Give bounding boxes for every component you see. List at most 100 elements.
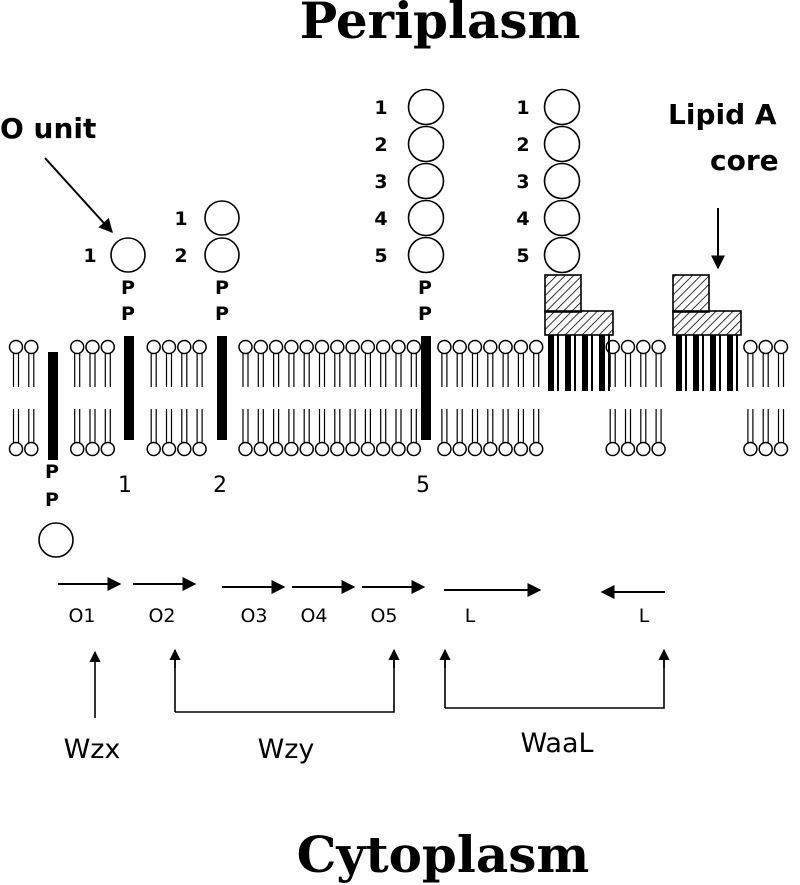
o-unit-circle — [407, 88, 445, 126]
enzyme-connectors — [89, 648, 670, 718]
phospholipid — [161, 339, 177, 457]
phospholipid — [513, 339, 529, 457]
phospholipid — [100, 339, 116, 457]
phospholipid — [620, 339, 636, 457]
o-unit-circle — [407, 162, 445, 200]
phospholipid — [758, 339, 773, 457]
lipid-a-acyl-chains — [548, 335, 610, 391]
phospholipid — [268, 339, 284, 457]
lipid-a-core-free — [672, 274, 742, 391]
carrier-lipid-2 — [217, 336, 227, 440]
enzyme-label-wzx: Wzx — [64, 734, 121, 765]
phospholipid — [330, 339, 345, 457]
carrier-lipid-inner — [48, 352, 58, 460]
waal-bracket — [444, 656, 665, 709]
phospholipid — [773, 339, 789, 457]
phospholipid — [360, 339, 376, 457]
stack-number: 3 — [374, 171, 387, 193]
core-block-top — [544, 274, 582, 313]
step-label-o2: O2 — [148, 605, 175, 627]
phospholipid — [452, 339, 467, 457]
stack-number: 1 — [83, 245, 96, 267]
phospholipid — [299, 339, 314, 457]
acyl-chain — [582, 335, 588, 391]
stack-number: 1 — [174, 208, 187, 230]
phospholipid — [314, 339, 330, 457]
phospholipid — [8, 339, 24, 457]
carrier-lipid-5 — [421, 336, 431, 440]
stack-number: 4 — [516, 208, 529, 230]
lipid-bilayer — [8, 339, 789, 457]
phospholipid — [177, 339, 192, 457]
step-label-o3: O3 — [240, 605, 267, 627]
acyl-chain — [599, 335, 605, 391]
enzyme-label-waal: WaaL — [520, 728, 593, 759]
stack-number: 2 — [516, 134, 529, 156]
phospholipid — [528, 339, 544, 457]
phospholipid — [467, 339, 483, 457]
phospholipid — [253, 339, 269, 457]
pp-label-inner-2: P — [45, 489, 59, 511]
o-unit-circle — [407, 236, 445, 274]
pp-label-c2-1: P — [215, 277, 229, 299]
pp-label-c2-2: P — [215, 303, 229, 325]
o-unit-circle-inner — [38, 522, 74, 558]
phospholipid — [69, 339, 85, 457]
o-unit-circle — [110, 237, 146, 273]
lipid-a-label-line2: core — [710, 144, 779, 177]
phospholipid — [284, 339, 299, 457]
phospholipid — [238, 339, 253, 457]
lipid-a-label-line1: Lipid A — [668, 98, 777, 131]
pp-label-inner-1: P — [45, 461, 59, 483]
stack-number: 2 — [374, 134, 387, 156]
phospholipid — [636, 339, 651, 457]
o-unit-circle — [543, 236, 581, 274]
core-block-top — [672, 274, 710, 313]
acyl-chain — [727, 335, 733, 391]
phospholipid — [437, 339, 452, 457]
core-block-bottom — [544, 310, 614, 336]
o-unit-circle — [543, 199, 581, 237]
carrier-number-2: 2 — [213, 473, 227, 498]
phospholipid — [85, 339, 100, 457]
stack-number: 1 — [374, 97, 387, 119]
o-unit-circle — [204, 237, 240, 273]
stack-number: 5 — [516, 245, 529, 267]
o-unit-circle — [204, 200, 240, 236]
carrier-number-1: 1 — [118, 473, 132, 498]
pp-label-c1-1: P — [121, 277, 135, 299]
acyl-chain — [710, 335, 716, 391]
phospholipid — [192, 339, 207, 457]
o-unit-label: O unit — [0, 112, 96, 145]
core-block-bottom — [672, 310, 742, 336]
acyl-chain — [565, 335, 571, 391]
phospholipid — [375, 339, 391, 457]
lipid-a-acyl-chains — [676, 335, 738, 391]
o-unit-circle — [543, 162, 581, 200]
step-arrows — [58, 577, 665, 599]
acyl-chain — [693, 335, 699, 391]
o-unit-pointer-arrow — [44, 157, 113, 234]
acyl-chain — [548, 335, 554, 391]
phospholipid — [24, 339, 39, 457]
phospholipid — [146, 339, 161, 457]
step-label-l1: L — [465, 605, 476, 627]
phospholipid — [391, 339, 406, 457]
phospholipid — [406, 339, 422, 457]
pp-label-c1-2: P — [121, 303, 135, 325]
phospholipid — [498, 339, 513, 457]
phospholipid — [483, 339, 498, 457]
cytoplasm-title: Cytoplasm — [297, 825, 590, 884]
enzyme-label-wzy: Wzy — [258, 734, 315, 765]
phospholipid — [345, 339, 360, 457]
step-label-o5: O5 — [370, 605, 397, 627]
wzy-bracket — [174, 654, 395, 713]
acyl-chain — [676, 335, 682, 391]
stack-number: 1 — [516, 97, 529, 119]
stack-number: 5 — [374, 245, 387, 267]
o-unit-circle — [407, 199, 445, 237]
o-unit-circle — [407, 125, 445, 163]
